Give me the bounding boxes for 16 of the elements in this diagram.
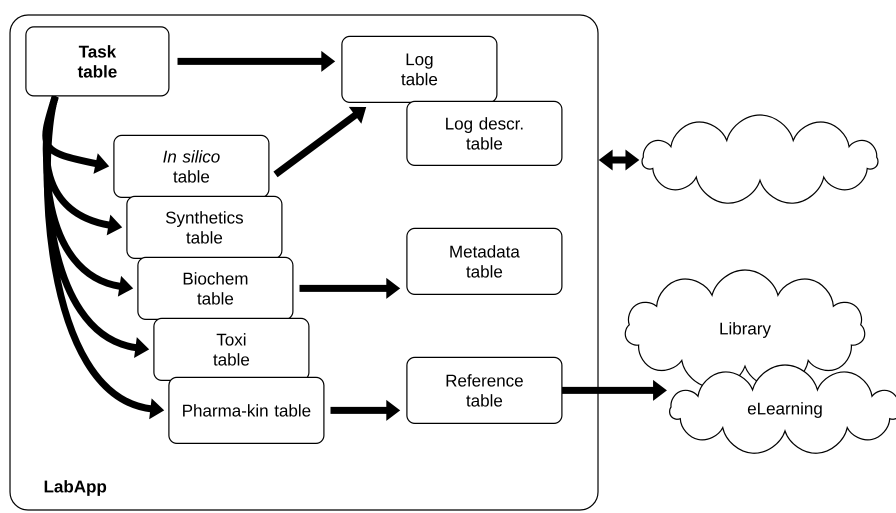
table-box: Task table	[25, 26, 170, 96]
node-label: eLearning	[748, 402, 822, 418]
table-box: Biochem table	[137, 256, 294, 320]
table-box: Pharma-kin table	[168, 376, 325, 444]
table-box: Reference table	[406, 356, 562, 424]
container-box	[9, 14, 599, 511]
table-box: In silico table	[113, 134, 270, 198]
table-box: Log descr. table	[406, 100, 562, 166]
table-box: Metadata table	[406, 228, 562, 295]
cloud: eLearning	[669, 364, 896, 454]
cloud: Library	[624, 269, 866, 388]
table-box: Log table	[341, 36, 498, 103]
table-box: Synthetics table	[126, 196, 283, 259]
cloud	[641, 114, 879, 204]
table-box: Toxi table	[153, 318, 310, 381]
container-label: LabApp	[44, 480, 106, 496]
